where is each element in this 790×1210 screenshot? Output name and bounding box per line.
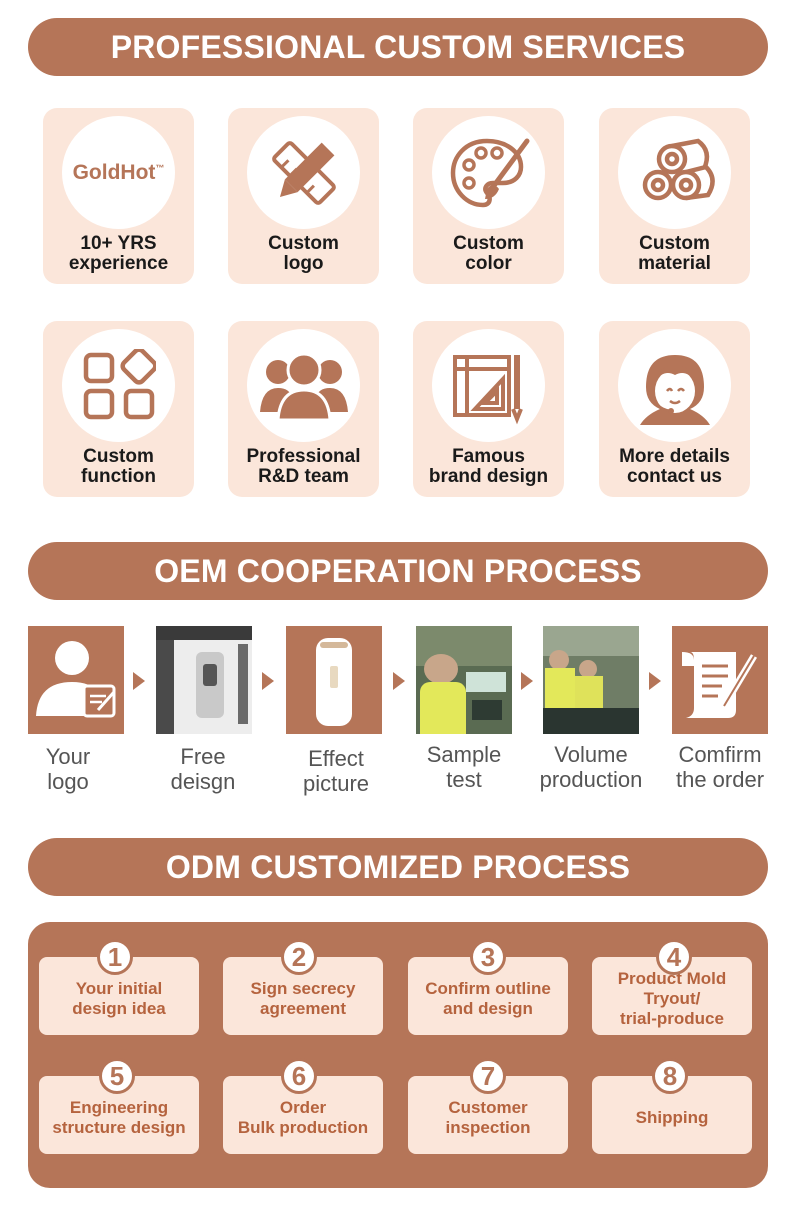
service-icon-circle (432, 329, 545, 442)
odm-step-number: 1 (97, 939, 133, 975)
oem-step-label: Comfirm the order (675, 742, 765, 792)
odm-step-4: Product Mold Tryout/ trial-produce (592, 957, 752, 1035)
oem-step-label: Your logo (45, 744, 91, 794)
odm-step-7: Customer inspection (408, 1076, 568, 1154)
odm-step-number: 5 (99, 1058, 135, 1094)
oem-arrow (393, 672, 405, 690)
odm-step-label: Your initial design idea (72, 979, 166, 1018)
service-card-contact: More details contact us (599, 321, 750, 497)
odm-step-number: 6 (281, 1058, 317, 1094)
oem-step-order-tile (672, 626, 768, 734)
function-grid-icon (83, 348, 156, 419)
service-label: Professional R&D team (246, 446, 361, 487)
user-document-icon (36, 641, 116, 718)
odm-step-label: Shipping (635, 1108, 709, 1127)
service-icon-circle (247, 329, 360, 442)
oem-banner: OEM COOPERATION PROCESS (28, 542, 768, 600)
headset-agent-icon (639, 354, 710, 425)
oem-step-label: Effect picture (302, 746, 370, 796)
service-icon-circle (618, 329, 731, 442)
odm-step-3: Confirm outline and design (408, 957, 568, 1035)
oem-step-label: Sample test (426, 742, 502, 792)
service-card-rnd: Professional R&D team (228, 321, 379, 497)
service-label: 10+ YRS experience (68, 233, 169, 274)
oem-arrow (262, 672, 274, 690)
oem-arrow (521, 672, 533, 690)
product-render-photo (286, 626, 382, 734)
odm-step-number: 7 (470, 1058, 506, 1094)
team-icon (259, 352, 348, 421)
blueprint-icon (452, 354, 523, 424)
service-label: Custom function (81, 446, 156, 487)
odm-step-label: Sign secrecy agreement (250, 979, 356, 1018)
service-card-color: Custom color (413, 108, 564, 284)
oem-step-logo-tile (28, 626, 124, 734)
pencil-ruler-icon (271, 140, 336, 205)
order-contract-icon (682, 652, 758, 718)
service-icon-circle (618, 116, 731, 229)
odm-step-label: Product Mold Tryout/ trial-produce (617, 969, 727, 1028)
odm-step-6: Order Bulk production (223, 1076, 383, 1154)
palette-icon (450, 138, 529, 207)
oem-step-label: Volume production (539, 742, 643, 792)
odm-step-label: Customer inspection (445, 1098, 531, 1137)
service-label: Famous brand design (428, 446, 549, 487)
odm-step-number: 4 (656, 939, 692, 975)
odm-step-label: Order Bulk production (237, 1098, 369, 1137)
service-label: Custom logo (268, 233, 339, 274)
odm-banner: ODM CUSTOMIZED PROCESS (28, 838, 768, 896)
service-label: Custom color (453, 233, 524, 274)
odm-title: ODM CUSTOMIZED PROCESS (165, 848, 631, 885)
oem-arrow (649, 672, 661, 690)
odm-step-number: 2 (281, 939, 317, 975)
production-line-photo (543, 626, 639, 734)
services-banner: PROFESSIONAL CUSTOM SERVICES (28, 18, 768, 76)
service-label: Custom material (638, 233, 711, 274)
odm-step-number: 3 (470, 939, 506, 975)
service-icon-circle (432, 116, 545, 229)
service-icon-circle (62, 329, 175, 442)
oem-arrow (133, 672, 145, 690)
design-screen-photo (156, 626, 252, 734)
odm-step-8: Shipping (592, 1076, 752, 1154)
service-icon-circle (247, 116, 360, 229)
services-title: PROFESSIONAL CUSTOM SERVICES (110, 28, 686, 65)
odm-step-label: Confirm outline and design (425, 979, 551, 1018)
odm-step-number: 8 (652, 1058, 688, 1094)
odm-step-label: Engineering structure design (52, 1098, 186, 1137)
material-rolls-icon (642, 138, 715, 200)
service-card-material: Custom material (599, 108, 750, 284)
service-card-function: Custom function (43, 321, 194, 497)
service-card-brand-design: Famous brand design (413, 321, 564, 497)
sample-test-photo (416, 626, 512, 734)
service-label: More details contact us (619, 446, 730, 487)
service-card-logo: Custom logo (228, 108, 379, 284)
oem-title: OEM COOPERATION PROCESS (154, 552, 642, 589)
oem-step-label: Free deisgn (170, 744, 236, 794)
